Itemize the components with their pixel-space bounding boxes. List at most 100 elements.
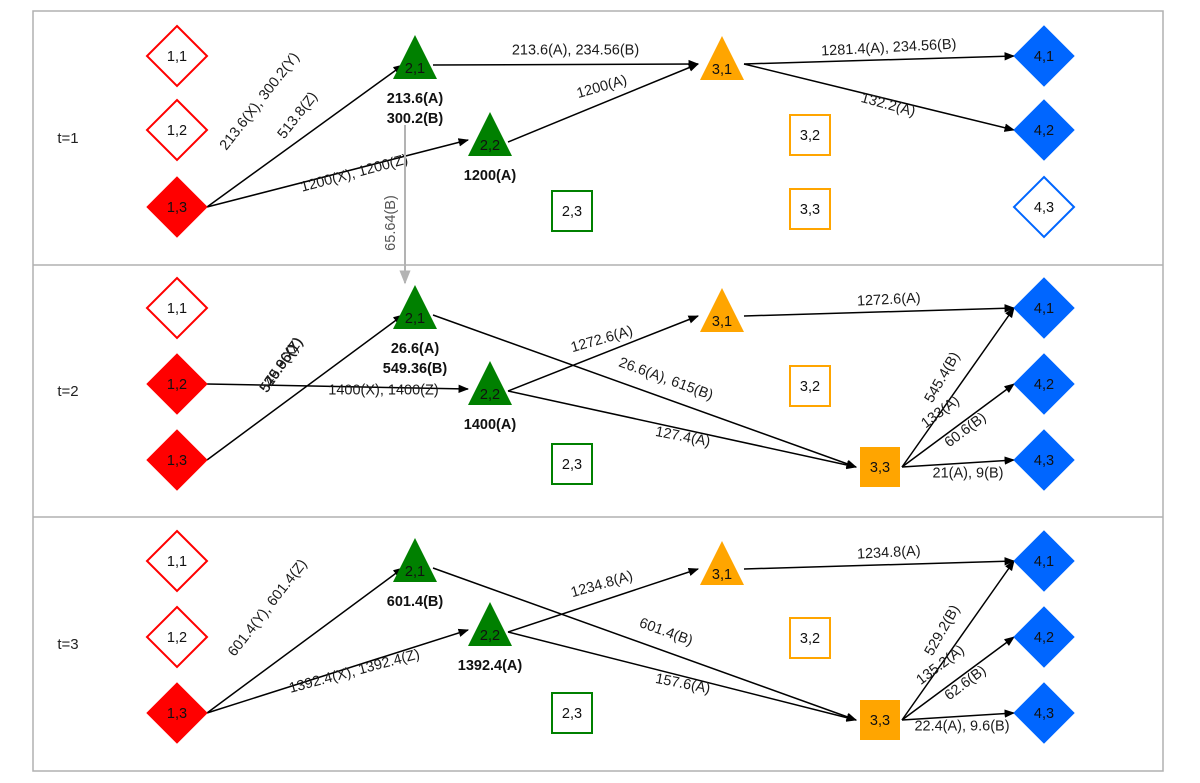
node-4-3-diamond <box>1013 682 1075 744</box>
flow-edges <box>206 52 1016 208</box>
node-id-label: 2,3 <box>562 204 582 220</box>
node-1-3-diamond <box>146 176 208 238</box>
flow-arrow-3-3-to-4-1 <box>901 307 1015 468</box>
node-3-3-box <box>789 188 831 230</box>
period-label: t=1 <box>57 130 78 147</box>
flow-arrow-3-1-to-4-1 <box>743 52 1016 65</box>
node-4-3-diamond <box>1013 429 1075 491</box>
node-1-2-diamond <box>146 353 208 415</box>
flow-arrow-1-3-to-2-2 <box>206 628 470 714</box>
node-id-label: 3,1 <box>712 314 732 330</box>
flow-label: 1272.6(A) <box>857 290 921 309</box>
node-2-1-triangle <box>393 285 437 329</box>
node-id-label: 1,2 <box>167 123 187 139</box>
node-4-3-diamond <box>1012 175 1076 239</box>
node-id-label: 1,1 <box>167 49 187 65</box>
flow-arrow-1-3-to-2-1 <box>206 314 404 461</box>
node-3-1-triangle <box>700 288 744 332</box>
node-quantity: 1392.4(A) <box>458 658 523 674</box>
node-1-3-diamond <box>146 682 208 744</box>
flow-arrow-3-1-to-4-2 <box>743 63 1016 132</box>
node-1-1-diamond <box>145 24 209 88</box>
node-id-label: 4,1 <box>1034 301 1054 317</box>
node-1-1-diamond <box>145 529 209 593</box>
flow-arrow-2-2-to-3-1 <box>507 63 699 143</box>
flow-arrow-2-1-to-3-1 <box>432 59 700 69</box>
node-id-label: 1,1 <box>167 301 187 317</box>
node-id-label: 2,3 <box>562 706 582 722</box>
flow-arrow-2-1-to-3-3 <box>432 567 857 721</box>
node-quantity: 1200(A) <box>464 168 517 184</box>
node-id-label: 3,2 <box>800 128 820 144</box>
node-id-label: 1,3 <box>167 200 187 216</box>
flow-label: 1400(X), 1400(Z) <box>328 383 438 399</box>
node-id-label: 4,2 <box>1034 630 1054 646</box>
node-id-label: 3,1 <box>712 567 732 583</box>
flow-label: 22.4(A), 9.6(B) <box>914 719 1009 735</box>
flow-label: 1234.8(A) <box>857 543 921 562</box>
node-4-1-diamond <box>1013 25 1075 87</box>
node-quantity: 213.6(A) <box>387 91 444 107</box>
node-3-3-square <box>860 447 900 487</box>
node-3-2-box <box>789 114 831 156</box>
node-id-label: 2,2 <box>480 387 500 403</box>
node-id-label: 3,3 <box>870 460 890 476</box>
node-id-label: 3,1 <box>712 62 732 78</box>
nodes: 1,21,32,12,23,13,34,14,24,31,12,33,2 <box>145 276 1075 491</box>
node-4-2-diamond <box>1013 353 1075 415</box>
node-id-label: 2,1 <box>405 564 425 580</box>
node-3-2-box <box>789 617 831 659</box>
flow-arrow-3-3-to-4-1 <box>901 560 1015 721</box>
node-1-3-diamond <box>146 429 208 491</box>
flow-label: 21(A), 9(B) <box>933 466 1004 482</box>
node-id-label: 4,1 <box>1034 554 1054 570</box>
node-id-label: 1,2 <box>167 377 187 393</box>
inventory-label: 65.64(B) <box>383 195 399 251</box>
node-quantities: 601.4(B) 1392.4(A) <box>387 594 523 674</box>
node-3-1-triangle <box>700 541 744 585</box>
flow-arrow-2-2-to-3-3 <box>507 631 858 722</box>
node-quantity: 26.6(A) <box>391 341 440 357</box>
flow-arrow-3-1-to-4-1 <box>743 557 1016 570</box>
flow-arrow-3-3-to-4-3 <box>901 456 1016 468</box>
period-label: t=3 <box>57 636 78 653</box>
diagram-frame <box>32 10 1164 772</box>
node-1-2-diamond <box>145 98 209 162</box>
node-4-2-diamond <box>1013 606 1075 668</box>
flow-label: 213.6(A), 234.56(B) <box>512 43 639 59</box>
node-2-1-triangle <box>393 538 437 582</box>
node-1-1-diamond <box>145 276 209 340</box>
node-2-3-box <box>551 443 593 485</box>
node-id-label: 3,2 <box>800 379 820 395</box>
flow-arrow-3-1-to-4-1 <box>743 304 1016 317</box>
node-4-2-diamond <box>1013 99 1075 161</box>
flow-edges <box>206 304 1016 470</box>
node-id-label: 3,3 <box>800 202 820 218</box>
flow-arrow-1-2-to-2-2 <box>206 383 470 394</box>
node-id-label: 4,2 <box>1034 377 1054 393</box>
node-3-1-triangle <box>700 36 744 80</box>
node-id-label: 4,1 <box>1034 49 1054 65</box>
node-4-1-diamond <box>1013 277 1075 339</box>
flow-arrow-2-2-to-3-1 <box>507 567 699 633</box>
flow-arrow-1-3-to-2-1 <box>206 567 404 714</box>
node-id-label: 2,3 <box>562 457 582 473</box>
flow-arrow-2-2-to-3-3 <box>507 390 858 470</box>
node-2-2-triangle <box>468 112 512 156</box>
node-quantity: 300.2(B) <box>387 111 444 127</box>
node-2-2-triangle <box>468 602 512 646</box>
node-id-label: 2,1 <box>405 61 425 77</box>
node-quantities: 213.6(A) 300.2(B) 1200(A) <box>387 91 517 184</box>
node-id-label: 3,2 <box>800 631 820 647</box>
node-id-label: 4,2 <box>1034 123 1054 139</box>
node-id-label: 1,3 <box>167 453 187 469</box>
node-quantity: 601.4(B) <box>387 594 444 610</box>
node-id-label: 4,3 <box>1034 453 1054 469</box>
node-quantity: 549.36(B) <box>383 361 448 377</box>
flow-arrow-2-2-to-3-1 <box>507 315 699 392</box>
node-id-label: 3,3 <box>870 713 890 729</box>
flow-arrow-3-3-to-4-3 <box>901 709 1016 721</box>
node-id-label: 1,1 <box>167 554 187 570</box>
node-id-label: 2,2 <box>480 138 500 154</box>
